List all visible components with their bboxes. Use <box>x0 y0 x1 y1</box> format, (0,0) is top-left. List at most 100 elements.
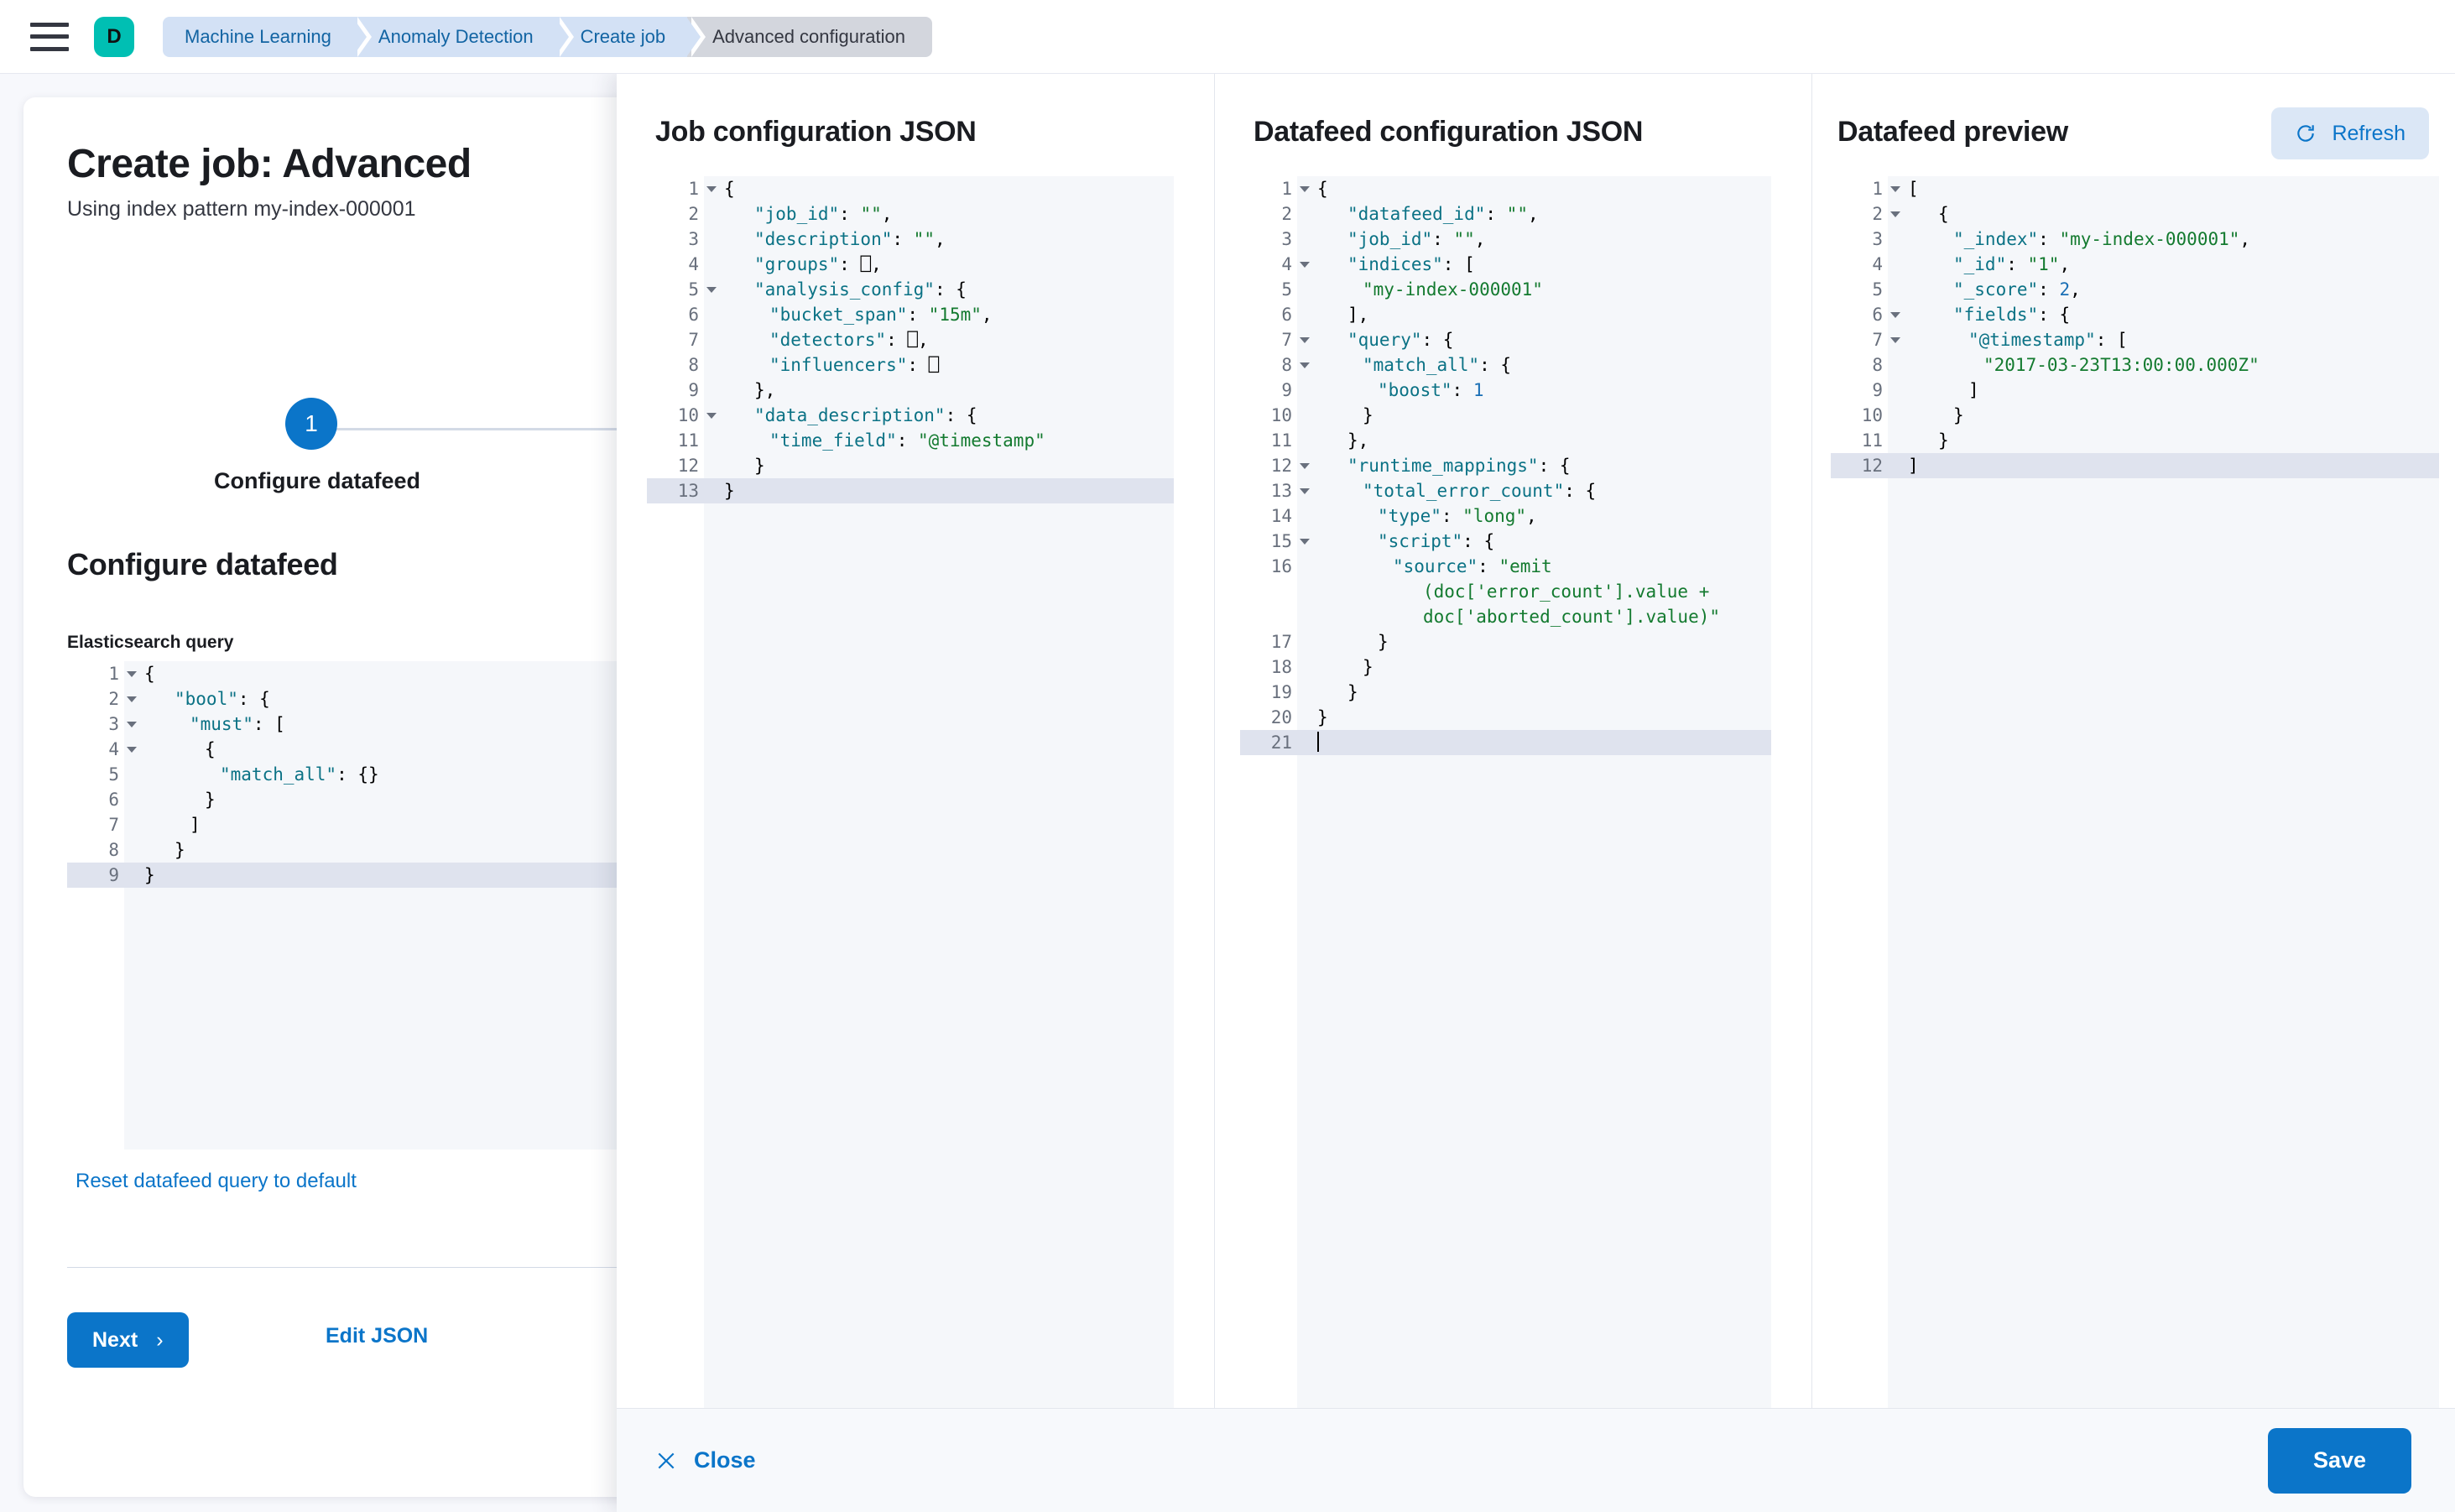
line-number: 6 <box>67 787 124 812</box>
editor-line[interactable]: 6} <box>67 787 930 812</box>
editor-line[interactable]: 2"datafeed_id": "", <box>1240 201 1771 227</box>
editor-line[interactable]: 21 <box>1240 730 1771 755</box>
editor-line[interactable]: 1[ <box>1831 176 2439 201</box>
editor-line[interactable]: 12} <box>647 453 1174 478</box>
editor-line[interactable]: 6], <box>1240 302 1771 327</box>
code-text: } <box>1363 405 1373 425</box>
editor-line[interactable]: 17} <box>1240 629 1771 654</box>
editor-line[interactable]: 10"data_description": { <box>647 403 1174 428</box>
breadcrumb-item[interactable]: Create job <box>555 16 706 57</box>
reset-datafeed-query-link[interactable]: Reset datafeed query to default <box>76 1170 357 1192</box>
editor-line[interactable]: 16"source": "emit <box>1240 554 1771 579</box>
edit-json-button[interactable]: Edit JSON <box>326 1324 429 1348</box>
editor-line[interactable]: 8} <box>67 837 930 863</box>
refresh-button[interactable]: Refresh <box>2271 107 2429 159</box>
code-text: "detectors": ⎕, <box>769 330 929 350</box>
editor-lines[interactable]: 1[2{3"_index": "my-index-000001",4"_id":… <box>1831 176 2439 478</box>
code-text: [ <box>1908 179 1919 199</box>
editor-line[interactable]: 2{ <box>1831 201 2439 227</box>
editor-line[interactable]: 6"bucket_span": "15m", <box>647 302 1174 327</box>
breadcrumb-item[interactable]: Machine Learning <box>163 16 372 57</box>
save-button[interactable]: Save <box>2267 1427 2411 1494</box>
editor-line[interactable]: 9"boost": 1 <box>1240 378 1771 403</box>
editor-line[interactable]: 8"2017-03-23T13:00:00.000Z" <box>1831 352 2439 378</box>
space-avatar[interactable]: D <box>94 16 134 57</box>
editor-line[interactable]: 4 "indices": [ <box>1240 252 1771 277</box>
code-text: (doc['error_count'].value + <box>1423 581 1710 602</box>
line-number: 3 <box>67 712 124 737</box>
code-text: "indices": [ <box>1347 254 1475 274</box>
editor-line[interactable]: 6"fields": { <box>1831 302 2439 327</box>
editor-line[interactable]: 7"query": { <box>1240 327 1771 352</box>
line-number: 2 <box>1831 201 1888 227</box>
editor-line[interactable]: 19} <box>1240 680 1771 705</box>
code-text: "bucket_span": "15m", <box>769 305 993 325</box>
editor-line[interactable]: 3"must": [ <box>67 712 930 737</box>
editor-line[interactable]: 15"script": { <box>1240 529 1771 554</box>
code-text: { <box>144 664 155 684</box>
editor-line[interactable]: 10} <box>1240 403 1771 428</box>
editor-line[interactable]: 7"detectors": ⎕, <box>647 327 1174 352</box>
next-button[interactable]: Next › <box>67 1312 189 1368</box>
editor-line[interactable]: 14"type": "long", <box>1240 503 1771 529</box>
step-1-circle[interactable]: 1 <box>285 398 337 450</box>
editor-line[interactable]: 5"analysis_config": { <box>647 277 1174 302</box>
line-number: 15 <box>1240 529 1297 554</box>
editor-line[interactable]: 3"job_id": "", <box>1240 227 1771 252</box>
line-number: 17 <box>1240 629 1297 654</box>
editor-line[interactable]: 3"description": "", <box>647 227 1174 252</box>
editor-line[interactable]: 13"total_error_count": { <box>1240 478 1771 503</box>
editor-line[interactable]: 20} <box>1240 705 1771 730</box>
editor-line[interactable]: 4"_id": "1", <box>1831 252 2439 277</box>
line-number: 4 <box>1240 252 1297 277</box>
editor-line[interactable]: (doc['error_count'].value + <box>1240 579 1771 604</box>
editor-line[interactable]: 7] <box>67 812 930 837</box>
editor-line[interactable]: 18} <box>1240 654 1771 680</box>
editor-line[interactable]: 5"_score": 2, <box>1831 277 2439 302</box>
editor-line[interactable]: doc['aborted_count'].value)" <box>1240 604 1771 629</box>
editor-line[interactable]: 1{ <box>647 176 1174 201</box>
breadcrumb-item[interactable]: Anomaly Detection <box>352 16 574 57</box>
datafeed-preview-editor[interactable]: 1[2{3"_index": "my-index-000001",4"_id":… <box>1831 176 2439 1408</box>
editor-line[interactable]: 7"@timestamp": [ <box>1831 327 2439 352</box>
editor-line[interactable]: 1{ <box>67 661 930 686</box>
code-text: "job_id": "", <box>1347 229 1486 249</box>
code-text: "time_field": "@timestamp" <box>769 430 1045 451</box>
job-configuration-editor[interactable]: 1{2"job_id": "",3"description": "",4"gro… <box>647 176 1174 1408</box>
editor-line[interactable]: 8"match_all": { <box>1240 352 1771 378</box>
editor-lines[interactable]: 1{2"datafeed_id": "",3"job_id": "",4 "ind… <box>1240 176 1771 755</box>
code-text: }, <box>754 380 776 400</box>
editor-line[interactable]: 12] <box>1831 453 2439 478</box>
code-text: "datafeed_id": "", <box>1347 204 1539 224</box>
close-button[interactable]: Close <box>655 1447 756 1473</box>
editor-line[interactable]: 5"match_all": {} <box>67 762 930 787</box>
line-number: 21 <box>1240 730 1297 755</box>
editor-line[interactable]: 10} <box>1831 403 2439 428</box>
editor-line[interactable]: 13} <box>647 478 1174 503</box>
editor-line[interactable]: 9}, <box>647 378 1174 403</box>
editor-line[interactable]: 4{ <box>67 737 930 762</box>
code-text: "source": "emit <box>1393 556 1552 576</box>
editor-lines[interactable]: 1{2"job_id": "",3"description": "",4"gro… <box>647 176 1174 503</box>
datafeed-configuration-editor[interactable]: 1{2"datafeed_id": "",3"job_id": "",4 "ind… <box>1240 176 1771 1408</box>
code-text: { <box>205 739 216 759</box>
line-number: 6 <box>1240 302 1297 327</box>
code-text: } <box>144 865 155 885</box>
editor-line[interactable]: 11"time_field": "@timestamp" <box>647 428 1174 453</box>
editor-line[interactable]: 12"runtime_mappings": { <box>1240 453 1771 478</box>
editor-line[interactable]: 5"my-index-000001" <box>1240 277 1771 302</box>
chevron-right-icon: › <box>156 1327 164 1352</box>
editor-line[interactable]: 9] <box>1831 378 2439 403</box>
editor-line[interactable]: 11}, <box>1240 428 1771 453</box>
editor-line[interactable]: 2"bool": { <box>67 686 930 712</box>
editor-line[interactable]: 11} <box>1831 428 2439 453</box>
editor-line[interactable]: 8"influencers": ⎕ <box>647 352 1174 378</box>
section-title: Configure datafeed <box>67 547 338 581</box>
editor-line[interactable]: 4"groups": ⎕, <box>647 252 1174 277</box>
editor-line[interactable]: 1{ <box>1240 176 1771 201</box>
job-configuration-column: Job configuration JSON 1{2"job_id": "",3… <box>617 74 1214 1408</box>
editor-line[interactable]: 2"job_id": "", <box>647 201 1174 227</box>
hamburger-icon[interactable] <box>30 22 69 51</box>
editor-line[interactable]: 3"_index": "my-index-000001", <box>1831 227 2439 252</box>
breadcrumb-item: Advanced configuration <box>687 16 933 57</box>
